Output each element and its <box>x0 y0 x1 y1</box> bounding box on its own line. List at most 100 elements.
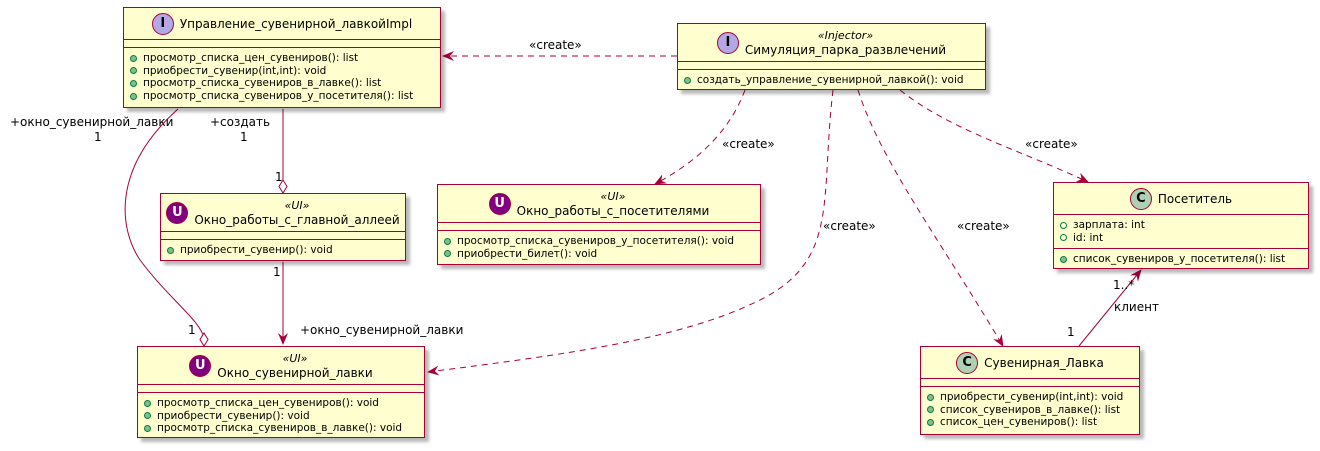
class-stereotype: «UI» <box>284 198 310 212</box>
class-okno-posetiteli: U «UI» Окно_работы_с_посетителями просмо… <box>437 184 761 265</box>
field-item: id: int <box>1060 232 1302 245</box>
multiplicity-lavka: 1 <box>1067 325 1075 339</box>
public-method-icon <box>130 67 137 75</box>
class-name: Сувенирная_Лавка <box>984 355 1104 370</box>
class-header: U «UI» Окно_работы_с_главной_аллеей <box>161 194 405 232</box>
class-header: I «Injector» Симуляция_парка_развлечений <box>678 24 985 62</box>
class-stereotype: «Injector» <box>817 28 874 42</box>
method-signature: приобрести_сувенир(int,int): void <box>940 391 1124 403</box>
fields-section <box>438 223 760 231</box>
multiplicity-sozdat: 1 <box>240 130 248 144</box>
class-stereotype: «UI» <box>600 189 626 203</box>
fields-section <box>161 232 405 240</box>
class-header: C Сувенирная_Лавка <box>921 347 1139 379</box>
methods-section: просмотр_списка_сувениров_у_посетителя()… <box>438 231 760 264</box>
method-item: приобрести_сувенир(int,int): void <box>130 65 434 78</box>
public-method-icon <box>144 399 151 407</box>
public-field-icon <box>1060 221 1067 229</box>
method-signature: приобрести_сувенир(int,int): void <box>143 64 327 77</box>
class-okno-glavnoy-allei: U «UI» Окно_работы_с_главной_аллеей прио… <box>160 193 406 261</box>
assoc-lavka-posetitel <box>1078 269 1142 347</box>
public-method-icon <box>444 250 451 258</box>
edge-label-create-posetitel: «create» <box>1025 137 1078 151</box>
assoc-upravlenie-okno-lavki <box>124 108 205 339</box>
field-item: зарплата: int <box>1060 219 1302 232</box>
multiplicity-alleya-aggregation: 1 <box>275 170 283 184</box>
class-name: Симуляция_парка_развлечений <box>744 42 947 57</box>
create-edge-posetitel <box>899 89 1089 183</box>
method-signature: просмотр_списка_цен_сувениров(): list <box>143 52 359 64</box>
method-item: просмотр_списка_сувениров_в_лавке(): lis… <box>130 77 434 90</box>
ui-icon: U <box>488 192 511 215</box>
method-signature: приобрести_билет(): void <box>457 247 598 260</box>
method-signature: просмотр_списка_цен_сувениров(): void <box>157 397 379 409</box>
edge-label-create-okno-posetiteli: «create» <box>722 137 775 151</box>
method-item: список_цен_сувениров(): list <box>927 416 1133 429</box>
class-simulyaciya-parka: I «Injector» Симуляция_парка_развлечений… <box>677 23 986 90</box>
multiplicity-alleya-out: 1 <box>273 265 281 279</box>
method-signature: просмотр_списка_сувениров_у_посетителя()… <box>457 235 735 247</box>
role-label-klient: клиент <box>1114 300 1159 314</box>
public-method-icon <box>1060 255 1067 263</box>
method-signature: список_сувениров_в_лавке(): list <box>940 403 1121 416</box>
method-item: просмотр_списка_сувениров_в_лавке(): voi… <box>144 422 418 435</box>
role-label-sozdat: +создать <box>210 115 271 129</box>
method-item: приобрести_сувенир(int,int): void <box>927 391 1133 404</box>
fields-section <box>138 385 424 393</box>
field-declaration: id: int <box>1073 231 1104 244</box>
method-item: приобрести_сувенир(): void <box>144 410 418 423</box>
class-icon: C <box>956 351 979 374</box>
method-signature: приобрести_сувенир(): void <box>157 409 310 422</box>
public-field-icon <box>1060 234 1067 242</box>
fields-section <box>124 40 440 48</box>
public-method-icon <box>144 424 151 432</box>
public-method-icon <box>167 246 174 254</box>
class-icon: C <box>1129 187 1152 210</box>
create-edge-okno-posetiteli <box>654 89 746 185</box>
methods-section: приобрести_сувенир(int,int): void список… <box>921 387 1139 433</box>
class-suvenirnaya-lavka: C Сувенирная_Лавка приобрести_сувенир(in… <box>920 346 1140 435</box>
ui-icon: U <box>189 354 212 377</box>
method-item: просмотр_списка_цен_сувениров(): void <box>144 397 418 410</box>
public-method-icon <box>130 79 137 87</box>
class-name: Окно_сувенирной_лавки <box>217 365 373 380</box>
method-item: создать_управление_сувенирной_лавкой(): … <box>684 74 979 87</box>
method-item: список_сувениров_у_посетителя(): list <box>1060 253 1302 266</box>
class-name: Посетитель <box>1157 191 1233 206</box>
aggregation-diamond-okno-lavki <box>199 332 209 347</box>
public-method-icon <box>927 406 934 414</box>
class-header: U «UI» Окно_работы_с_посетителями <box>438 185 760 223</box>
method-signature: просмотр_списка_сувениров_в_лавке(): lis… <box>143 77 382 90</box>
method-signature: просмотр_списка_сувениров_в_лавке(): voi… <box>157 422 403 435</box>
field-declaration: зарплата: int <box>1073 219 1145 231</box>
methods-section: список_сувениров_у_посетителя(): list <box>1054 249 1308 270</box>
method-signature: приобрести_сувенир(): void <box>180 244 333 256</box>
ui-icon: U <box>166 201 189 224</box>
class-okno-suvenirnoy-lavki: U «UI» Окно_сувенирной_лавки просмотр_сп… <box>137 346 425 438</box>
edge-label-create-okno-lavki: «create» <box>823 219 876 233</box>
public-method-icon <box>130 54 137 62</box>
multiplicity-posetitel: 1..* <box>1113 278 1135 292</box>
method-item: приобрести_сувенир(): void <box>167 244 399 257</box>
method-item: просмотр_списка_цен_сувениров(): list <box>130 52 434 65</box>
methods-section: просмотр_списка_цен_сувениров(): void пр… <box>138 393 424 439</box>
methods-section: просмотр_списка_цен_сувениров(): list пр… <box>124 48 440 106</box>
class-name: Окно_работы_с_главной_аллеей <box>194 212 400 227</box>
method-item: приобрести_билет(): void <box>444 248 754 261</box>
interface-icon: I <box>151 12 174 35</box>
multiplicity-okno-lavki-top: 1 <box>94 130 102 144</box>
method-item: просмотр_списка_сувениров_у_посетителя()… <box>130 90 434 103</box>
class-header: I Управление_сувенирной_лавкойImpl <box>124 8 440 40</box>
create-edge-okno-lavki <box>427 89 834 376</box>
edge-label-create-upravlenie: «create» <box>529 38 582 52</box>
method-item: просмотр_списка_сувениров_у_посетителя()… <box>444 235 754 248</box>
public-method-icon <box>130 92 137 100</box>
public-method-icon <box>144 412 151 420</box>
class-name: Управление_сувенирной_лавкойImpl <box>179 16 413 31</box>
public-method-icon <box>684 76 691 84</box>
public-method-icon <box>444 237 451 245</box>
method-item: список_сувениров_в_лавке(): list <box>927 404 1133 417</box>
method-signature: список_цен_сувениров(): list <box>940 416 1098 429</box>
method-signature: просмотр_списка_сувениров_у_посетителя()… <box>143 89 414 102</box>
